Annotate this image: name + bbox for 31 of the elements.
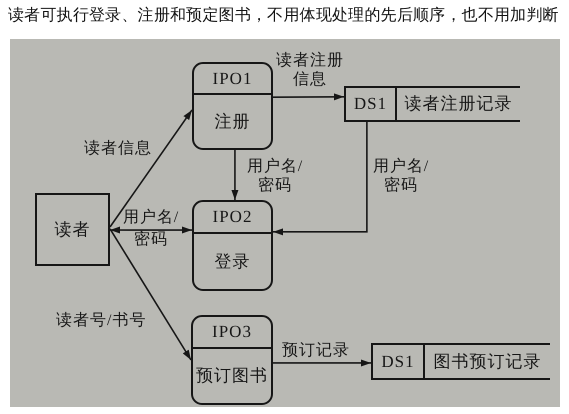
process-name: 注册 <box>214 112 250 132</box>
process-box <box>191 315 273 405</box>
arrow <box>109 110 193 228</box>
edge-label: 用户名/密码 <box>122 208 180 250</box>
process-number: IPO1 <box>212 68 252 88</box>
arrow <box>109 228 192 360</box>
process-name: 预订图书 <box>196 366 268 386</box>
edge-label: 用户名/密码 <box>246 157 304 195</box>
store-number: DS1 <box>354 94 388 114</box>
edge-label: 读者信息 <box>84 139 152 158</box>
entity-box: 读者 <box>35 193 110 266</box>
process-number: IPO3 <box>212 322 252 342</box>
arrow <box>273 122 368 236</box>
process-name: 登录 <box>214 252 250 272</box>
store-name: 图书预订记录 <box>434 352 542 372</box>
process-box <box>192 200 273 291</box>
process-number: IPO2 <box>212 207 252 227</box>
double-arrow <box>110 226 192 234</box>
arrow <box>231 150 238 200</box>
title: 读者可执行登录、注册和预定图书，不用体现处理的先后顺序，也不用加判断 <box>8 5 559 25</box>
store-name: 读者注册记录 <box>404 94 512 114</box>
data-store <box>371 343 550 380</box>
edge-label: 读者号/书号 <box>56 311 146 330</box>
arrow <box>273 93 344 100</box>
edge-label: 读者注册信息 <box>275 51 345 89</box>
arrow <box>273 359 371 366</box>
edge-label: 用户名/密码 <box>372 157 430 195</box>
data-store <box>344 86 520 122</box>
edge-label: 预订记录 <box>282 341 350 360</box>
store-number: DS1 <box>381 352 415 372</box>
process-box <box>192 62 273 150</box>
